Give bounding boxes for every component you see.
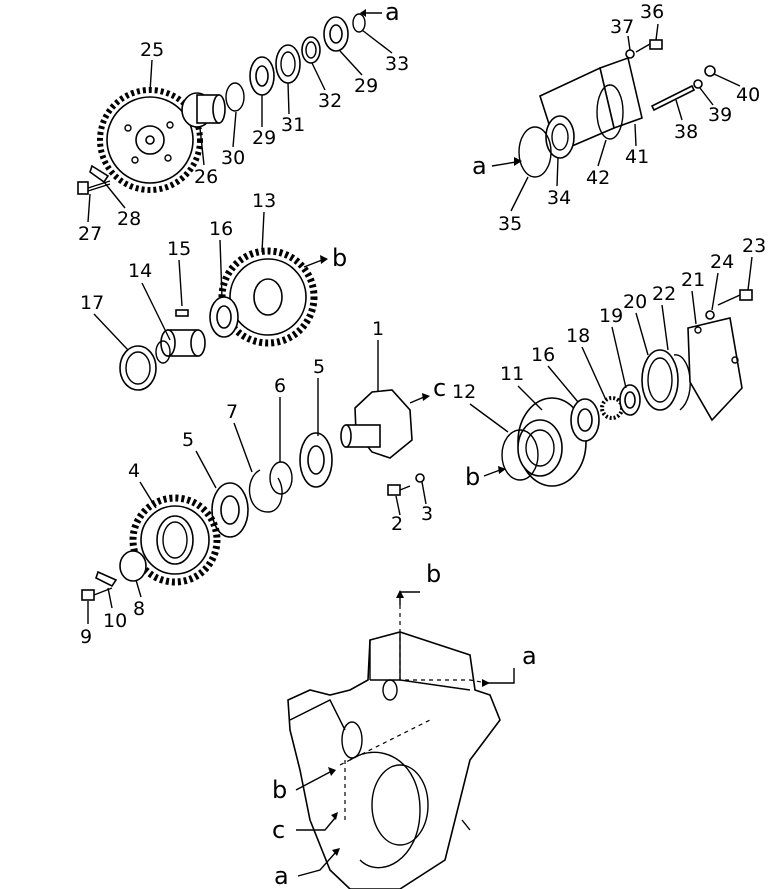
label-22: 22 — [652, 283, 676, 305]
part-8-plate — [119, 550, 147, 582]
label-23: 23 — [742, 235, 766, 257]
part-42-o-ring — [596, 84, 624, 140]
label-1: 1 — [372, 318, 384, 340]
label-34: 34 — [547, 187, 571, 209]
label-6: 6 — [274, 375, 286, 397]
label-30: 30 — [221, 147, 245, 169]
label-26: 26 — [194, 166, 218, 188]
gear-13-group — [119, 247, 318, 391]
letter-c-shaft: c — [433, 374, 446, 402]
gear-25-group — [77, 13, 366, 195]
letter-b-housing: b — [465, 463, 480, 491]
cover-group — [518, 39, 716, 178]
label-5a: 5 — [313, 356, 325, 378]
part-32-washer — [301, 36, 321, 64]
label-40: 40 — [736, 84, 760, 106]
part-39-washer — [693, 79, 703, 89]
part-23-24-bolt-washer — [705, 289, 753, 320]
label-2: 2 — [391, 513, 403, 535]
part-19-bearing — [619, 384, 641, 416]
label-28: 28 — [117, 208, 141, 230]
label-11: 11 — [500, 363, 524, 385]
label-38: 38 — [674, 121, 698, 143]
part-16-bearing-b — [570, 398, 600, 442]
gear-4-group — [81, 494, 221, 601]
label-5b: 5 — [182, 429, 194, 451]
label-3: 3 — [421, 503, 433, 525]
part-6-ring — [269, 461, 293, 495]
part-5-bearing-a — [299, 432, 333, 488]
label-10: 10 — [103, 610, 127, 632]
letter-a-case-left: b — [272, 776, 287, 804]
part-9-10-bolt-lock — [81, 570, 118, 601]
part-33-snap-ring — [352, 13, 366, 33]
label-33: 33 — [385, 53, 409, 75]
part-27-28-bolt-lock — [77, 164, 111, 195]
label-16a: 16 — [209, 218, 233, 240]
part-26-hub — [181, 92, 226, 128]
label-7: 7 — [226, 401, 238, 423]
label-17: 17 — [80, 292, 104, 314]
part-37-washer — [625, 49, 635, 59]
part-29-bearing-a — [249, 56, 275, 96]
part-31-ring — [275, 44, 301, 84]
letter-a-cover: a — [472, 152, 487, 180]
shaft-1-group — [211, 389, 425, 538]
part-35-o-ring — [518, 126, 552, 178]
part-29-bearing-b — [323, 16, 349, 52]
letter-b-case-right: a — [522, 642, 537, 670]
part-36-bolt — [635, 39, 663, 53]
letter-c-case-left: a — [274, 862, 289, 889]
label-24: 24 — [710, 251, 734, 273]
label-19: 19 — [599, 305, 623, 327]
part-15-key — [175, 309, 189, 317]
part-14-sleeve — [160, 329, 206, 357]
label-29b: 29 — [354, 75, 378, 97]
label-20: 20 — [623, 291, 647, 313]
label-13: 13 — [252, 190, 276, 212]
label-29a: 29 — [252, 127, 276, 149]
label-25: 25 — [140, 39, 164, 61]
label-12: 12 — [452, 381, 476, 403]
letter-a-top: a — [385, 0, 400, 26]
label-31: 31 — [281, 114, 305, 136]
part-40-nut — [704, 65, 716, 77]
part-30-snap-ring — [225, 82, 245, 112]
label-32: 32 — [318, 90, 342, 112]
label-14: 14 — [128, 260, 152, 282]
part-38-stud — [650, 84, 696, 112]
label-4: 4 — [128, 460, 140, 482]
part-18-gear — [600, 396, 624, 420]
part-21-cover — [687, 317, 743, 422]
label-16b: 16 — [531, 344, 555, 366]
letter-b-case-left: c — [272, 816, 285, 844]
label-9: 9 — [80, 626, 92, 648]
label-8: 8 — [133, 598, 145, 620]
part-16-bearing-a — [209, 296, 239, 338]
label-37: 37 — [610, 16, 634, 38]
label-42: 42 — [586, 167, 610, 189]
label-18: 18 — [566, 325, 590, 347]
letter-a-case-top: b — [426, 560, 441, 588]
label-27: 27 — [78, 223, 102, 245]
label-35: 35 — [498, 213, 522, 235]
label-15: 15 — [167, 238, 191, 260]
label-41: 41 — [625, 146, 649, 168]
label-39: 39 — [708, 104, 732, 126]
part-2-3-bolt-washer — [387, 473, 425, 496]
part-12-o-ring — [501, 429, 539, 481]
part-34-seal — [545, 115, 575, 159]
letter-b-gear: b — [332, 244, 347, 272]
part-7-snap-ring — [248, 469, 283, 513]
label-21: 21 — [681, 269, 705, 291]
label-36: 36 — [640, 1, 664, 23]
housing-11-group — [501, 289, 753, 487]
transmission-case — [287, 605, 501, 889]
part-5-bearing-b — [211, 482, 249, 538]
